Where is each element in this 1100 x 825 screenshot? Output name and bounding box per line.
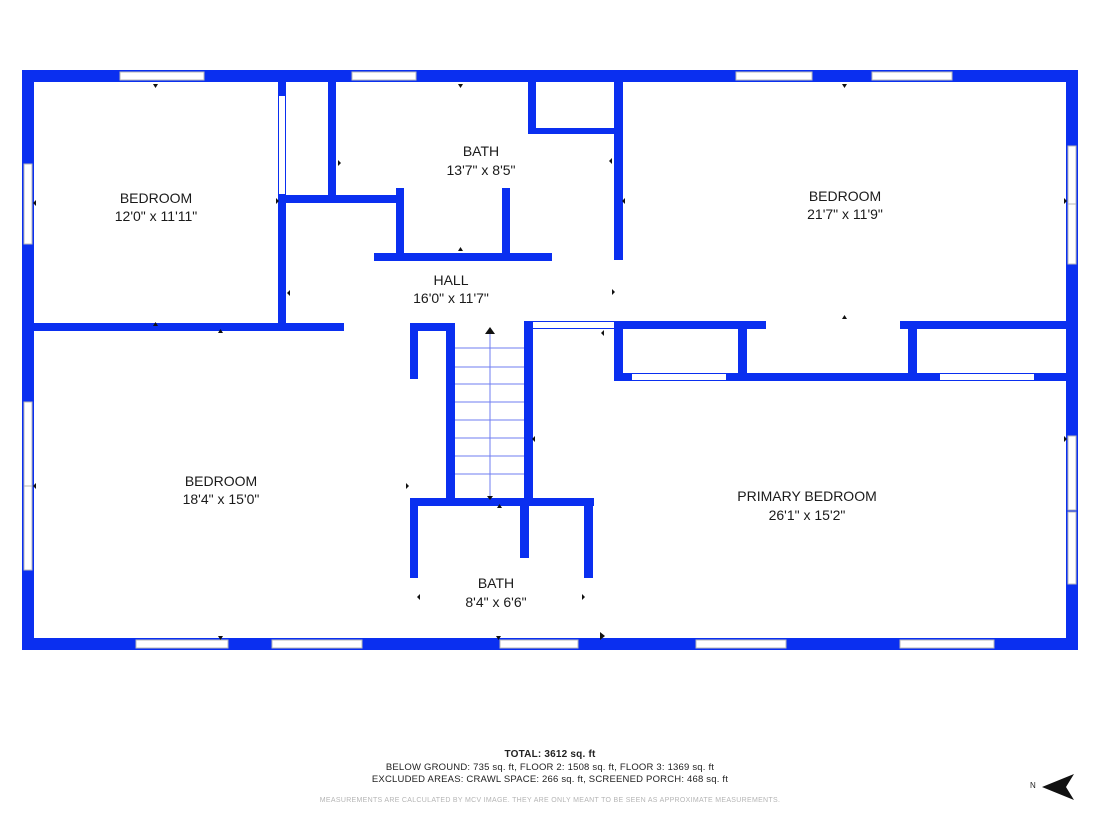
room-dims-bath-lower: 8'4" x 6'6" xyxy=(465,594,527,610)
excluded-areas: EXCLUDED AREAS: CRAWL SPACE: 266 sq. ft,… xyxy=(371,774,729,785)
room-dims-bedroom-ne: 21'7" x 11'9" xyxy=(807,206,883,222)
room-name-bath-lower: BATH xyxy=(477,575,515,591)
room-dims-bath-upper: 13'7" x 8'5" xyxy=(446,162,516,178)
room-name-bedroom-ne: BEDROOM xyxy=(808,188,882,204)
interior-walls xyxy=(22,82,1078,578)
windows xyxy=(23,71,1077,649)
measurement-markers xyxy=(33,84,1067,640)
staircase xyxy=(455,327,524,500)
room-dims-bedroom-sw: 18'4" x 15'0" xyxy=(182,491,260,507)
disclaimer: MEASUREMENTS ARE CALCULATED BY MCV IMAGE… xyxy=(319,797,781,804)
exterior-walls xyxy=(22,70,1078,650)
compass-letter: N xyxy=(1030,781,1036,790)
room-dims-primary-bedroom: 26'1" x 15'2" xyxy=(768,507,846,523)
total-area: TOTAL: 3612 sq. ft xyxy=(504,749,596,760)
floor-areas: BELOW GROUND: 735 sq. ft, FLOOR 2: 1508 … xyxy=(385,762,715,773)
door-openings xyxy=(279,96,1034,638)
room-dims-hall: 16'0" x 11'7" xyxy=(413,290,489,306)
room-name-hall: HALL xyxy=(433,272,469,288)
north-arrow-icon xyxy=(1042,774,1074,800)
room-name-bedroom-sw: BEDROOM xyxy=(184,473,258,489)
room-name-bath-upper: BATH xyxy=(462,143,500,159)
room-dims-bedroom-nw: 12'0" x 11'11" xyxy=(114,208,198,224)
room-name-bedroom-nw: BEDROOM xyxy=(119,190,193,206)
room-name-primary-bedroom: PRIMARY BEDROOM xyxy=(737,488,877,504)
